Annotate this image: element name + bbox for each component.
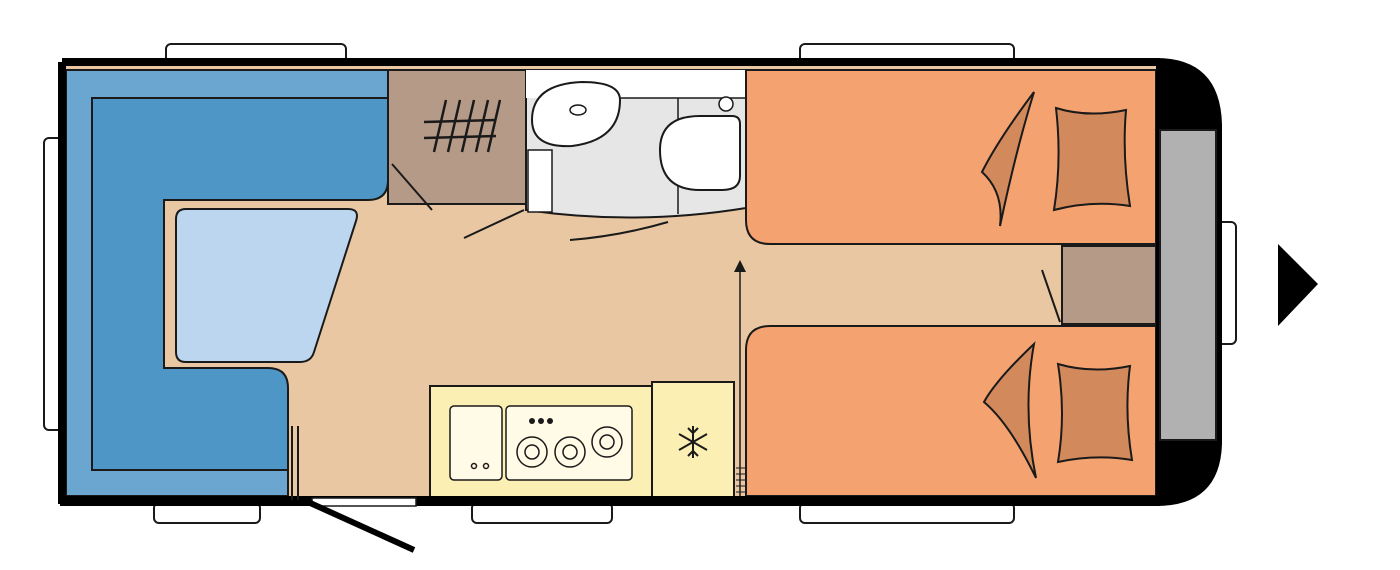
snowflake-icon — [678, 426, 708, 458]
burner-icon — [516, 436, 548, 468]
door-leaf — [306, 499, 416, 553]
sink-drain-icon — [569, 104, 587, 116]
sink-drain-icon — [470, 462, 478, 470]
wardrobe — [387, 69, 527, 205]
burner-icon — [554, 436, 586, 468]
wardrobe-door-swing — [391, 163, 433, 211]
door-swings — [391, 163, 1061, 323]
single-bed-top — [745, 69, 1157, 245]
door-threshold — [311, 497, 417, 507]
wardrobe-door-swing-2 — [463, 209, 525, 239]
sink-icon — [530, 80, 622, 148]
folded-sheet-icon — [980, 91, 1035, 227]
bathroom-door-swing — [569, 221, 669, 241]
hob-knob-icon — [547, 418, 553, 424]
step-icon — [736, 467, 746, 493]
sink-drain-icon — [482, 462, 490, 470]
bathroom — [525, 69, 747, 219]
bed-step-swing — [1041, 269, 1061, 323]
hob — [505, 405, 633, 481]
hanger-icon — [423, 99, 502, 153]
kitchen — [429, 381, 746, 499]
pillow-icon — [1052, 106, 1132, 212]
entrance-door — [291, 426, 417, 553]
burner-icon — [591, 426, 623, 458]
bathroom-side-panel — [527, 149, 553, 213]
lounge-table — [175, 208, 358, 363]
toilet-flush-icon — [718, 96, 734, 112]
kitchen-sink — [449, 405, 503, 481]
single-bed-bottom — [745, 325, 1157, 497]
toilet-icon — [658, 115, 741, 191]
bed-mattress — [745, 69, 1157, 245]
hob-knob-icon — [538, 418, 544, 424]
pillow-icon — [1056, 362, 1134, 464]
outer-walls — [58, 58, 1222, 506]
aisle-arrow-icon — [734, 260, 746, 496]
front-arrow-icon — [1278, 244, 1318, 326]
folded-sheet-icon — [982, 341, 1037, 479]
hob-knob-icon — [529, 418, 535, 424]
bedside-cabinet — [1061, 245, 1157, 325]
front-locker — [1159, 129, 1217, 441]
